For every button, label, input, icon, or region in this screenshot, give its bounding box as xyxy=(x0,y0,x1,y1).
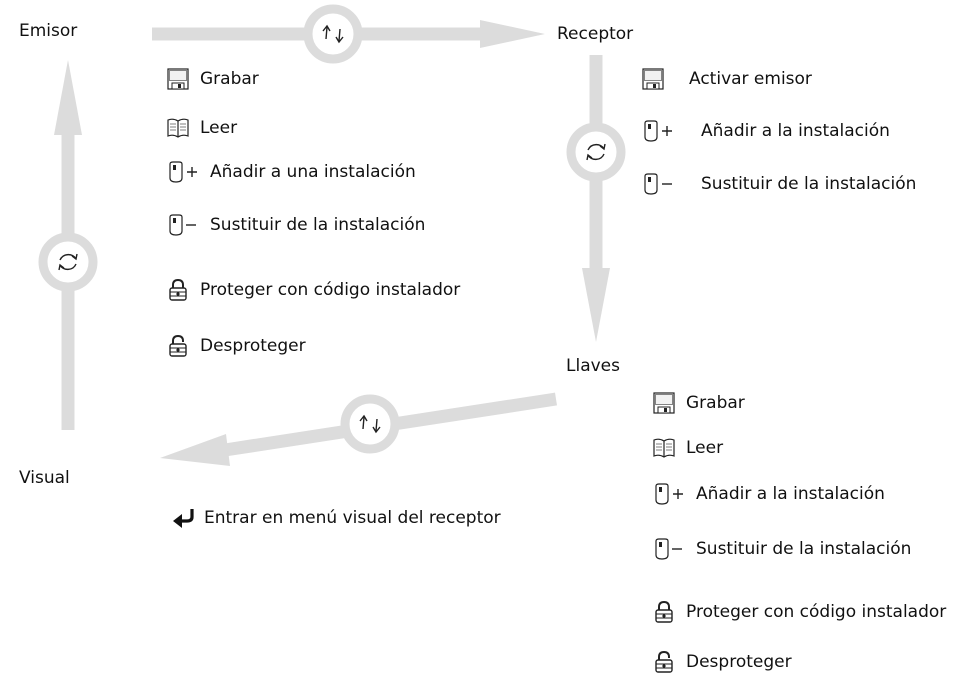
remote-plus-icon xyxy=(652,483,690,505)
llaves-item-anadir: Añadir a la instalación xyxy=(652,483,885,505)
node-llaves: Llaves xyxy=(566,356,620,376)
remote-minus-icon xyxy=(166,214,204,236)
cycle-icon-right xyxy=(586,143,606,161)
emisor-item-sustituir: Sustituir de la instalación xyxy=(166,214,425,236)
llaves-item-label: Grabar xyxy=(686,393,745,413)
floppy-disk-icon xyxy=(641,68,665,90)
emisor-item-label: Leer xyxy=(200,118,238,138)
llaves-item-label: Desproteger xyxy=(686,652,792,672)
receptor-item-label: Sustituir de la instalación xyxy=(701,174,917,194)
emisor-item-label: Grabar xyxy=(200,69,259,89)
arrow-receptor-to-llaves xyxy=(566,55,626,342)
floppy-disk-icon xyxy=(166,68,190,90)
node-emisor: Emisor xyxy=(19,21,78,41)
receptor-item-label: Activar emisor xyxy=(689,69,812,89)
emisor-item-proteger: Proteger con código instalador xyxy=(166,279,460,301)
arrow-visual-to-emisor xyxy=(38,60,98,430)
padlock-unlocked-icon xyxy=(166,335,190,357)
llaves-item-leer: Leer xyxy=(652,437,723,459)
floppy-disk-icon xyxy=(652,392,676,414)
llaves-item-desproteger: Desproteger xyxy=(652,651,792,673)
cycle-icon-top xyxy=(322,24,344,44)
emisor-item-anadir: Añadir a una instalación xyxy=(166,161,416,183)
emisor-item-label: Sustituir de la instalación xyxy=(210,215,426,235)
llaves-item-proteger: Proteger con código instalador xyxy=(652,601,946,623)
emisor-item-grabar: Grabar xyxy=(166,68,259,90)
book-icon xyxy=(166,117,190,139)
emisor-item-label: Desproteger xyxy=(200,336,306,356)
llaves-item-label: Proteger con código instalador xyxy=(686,602,947,622)
llaves-item-label: Leer xyxy=(686,438,724,458)
emisor-item-leer: Leer xyxy=(166,117,237,139)
visual-item-label: Entrar en menú visual del receptor xyxy=(204,508,501,528)
llaves-item-sustituir: Sustituir de la instalación xyxy=(652,538,911,560)
cycle-icon-diagonal xyxy=(359,414,381,434)
remote-minus-icon xyxy=(652,538,690,560)
padlock-locked-icon xyxy=(166,279,190,301)
cycle-icon-left xyxy=(58,253,78,271)
node-receptor: Receptor xyxy=(557,24,634,44)
emisor-item-desproteger: Desproteger xyxy=(166,335,306,357)
receptor-item-sustituir: Sustituir de la instalación xyxy=(641,173,916,195)
visual-item-entrar: Entrar en menú visual del receptor xyxy=(172,507,501,529)
arrow-llaves-to-visual xyxy=(160,392,557,466)
llaves-item-label: Sustituir de la instalación xyxy=(696,539,912,559)
emisor-item-label: Proteger con código instalador xyxy=(200,280,461,300)
llaves-item-label: Añadir a la instalación xyxy=(696,484,885,504)
emisor-item-label: Añadir a una instalación xyxy=(210,162,416,182)
padlock-locked-icon xyxy=(652,601,676,623)
receptor-item-label: Añadir a la instalación xyxy=(701,121,890,141)
remote-plus-icon xyxy=(641,120,679,142)
remote-minus-icon xyxy=(641,173,679,195)
remote-plus-icon xyxy=(166,161,204,183)
node-visual: Visual xyxy=(19,468,70,488)
padlock-unlocked-icon xyxy=(652,651,676,673)
enter-arrow-icon xyxy=(172,507,196,529)
arrow-emisor-to-receptor xyxy=(152,4,545,64)
llaves-item-grabar: Grabar xyxy=(652,392,745,414)
receptor-item-activar: Activar emisor xyxy=(641,68,812,90)
book-icon xyxy=(652,437,676,459)
receptor-item-anadir: Añadir a la instalación xyxy=(641,120,890,142)
